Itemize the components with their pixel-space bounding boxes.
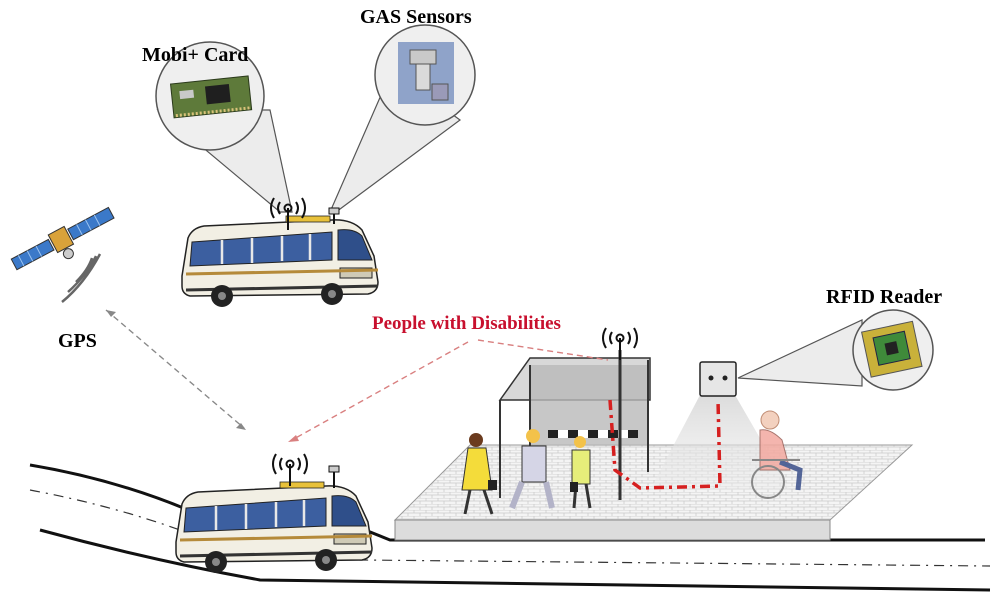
mobi-card-label: Mobi+ Card	[142, 44, 249, 66]
bus-stop-shelter-icon	[498, 357, 651, 498]
disability-pointer-bus	[291, 341, 469, 441]
rfid-callout-cone	[737, 319, 863, 387]
bus-antenna-icon-bottom	[272, 453, 308, 487]
road-edge-bottom	[39, 528, 991, 592]
rfid-reader-box-icon	[699, 361, 737, 397]
pedestrian-icon	[461, 433, 497, 515]
mobi-card-board-icon	[169, 75, 253, 119]
pedestrian-icon	[570, 436, 592, 509]
gas-sensor-icon	[398, 42, 454, 104]
people-with-disabilities-label: People with Disabilities	[372, 313, 561, 334]
rfid-chip-icon	[861, 320, 923, 378]
pedestrian-icon	[509, 429, 555, 510]
disability-pointer-stop	[477, 339, 609, 361]
satellite-icon	[10, 206, 115, 271]
gps-label: GPS	[58, 330, 97, 352]
gps-signal-arcs	[61, 253, 102, 303]
gas-sensors-label: GAS Sensors	[360, 6, 472, 28]
bus-icon-top	[180, 214, 380, 309]
stop-antenna-icon	[602, 327, 638, 361]
rfid-reader-label: RFID Reader	[826, 286, 943, 308]
disability-route-path	[608, 399, 722, 490]
wheelchair-user-icon	[751, 410, 803, 499]
gps-link-arrow	[105, 309, 245, 429]
bus-icon-bottom	[174, 480, 374, 575]
